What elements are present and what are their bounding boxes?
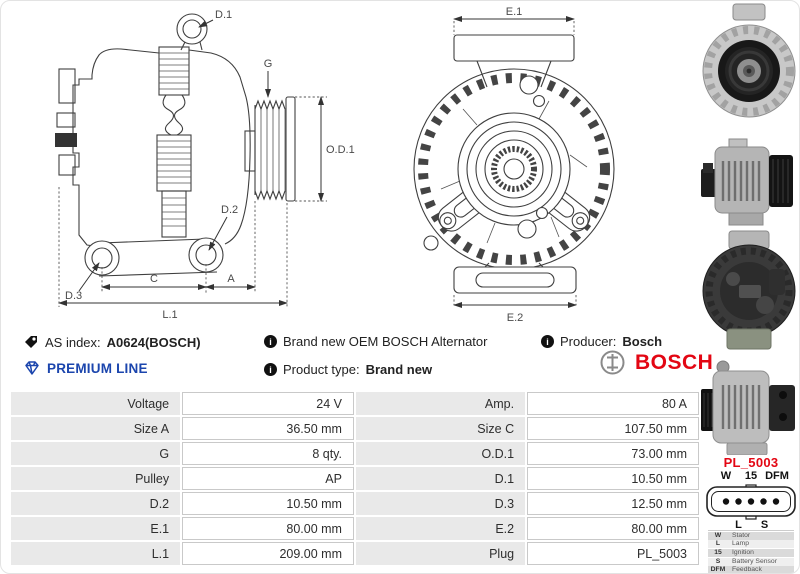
legend-row: W Stator [708, 531, 794, 540]
product-type-value: Brand new [365, 362, 433, 377]
plug-legend: W Stator L Lamp 15 Ignition S Battery Se… [708, 530, 794, 574]
plug-pin-label-l: L [735, 519, 742, 531]
legend-pin: 15 [714, 548, 722, 556]
product-description: i Brand new OEM BOSCH Alternator [264, 334, 487, 349]
spec-label: D.2 [11, 492, 181, 515]
premium-line-label: PREMIUM LINE [47, 360, 148, 376]
spec-value: 80.00 mm [182, 517, 354, 540]
spec-label: Amp. [355, 392, 526, 415]
spec-label: Size C [355, 417, 526, 440]
as-index: AS index: A0624(BOSCH) [23, 334, 201, 350]
product-type-label: Product type: [283, 362, 360, 377]
dim-label-od1: O.D.1 [326, 144, 355, 156]
diamond-icon [25, 361, 39, 375]
plug-panel: PL_5003 W 15 DFM L S W Stator L Lamp [701, 453, 799, 574]
spec-value: 107.50 mm [527, 417, 699, 440]
info-icon: i [264, 363, 277, 376]
spec-row-e1-e2: E.1 80.00 mm E.2 80.00 mm [11, 517, 699, 540]
as-index-label: AS index: [45, 334, 101, 350]
dim-label-d2: D.2 [221, 204, 238, 216]
spec-label: Plug [355, 542, 526, 565]
legend-row: 15 Ignition [708, 548, 794, 558]
product-type: i Product type: Brand new [264, 362, 432, 377]
plug-pin-label-s: S [760, 519, 769, 531]
spec-label: Pulley [11, 467, 181, 490]
spec-label: D.3 [355, 492, 526, 515]
legend-desc: Stator [732, 531, 751, 539]
legend-pin: L [715, 540, 721, 548]
info-icon: i [541, 335, 554, 348]
spec-label: E.2 [355, 517, 526, 540]
spec-label: D.1 [355, 467, 526, 490]
front-view-drawing: E.1 [413, 6, 615, 324]
spec-value: 80 A [527, 392, 699, 415]
spec-value: 8 qty. [182, 442, 354, 465]
spec-table: Voltage 24 V Amp. 80 A Size A 36.50 mm S… [9, 390, 701, 567]
alternator-rear-photo[interactable] [699, 229, 799, 351]
spec-label: O.D.1 [355, 442, 526, 465]
dim-label-g: G [264, 58, 273, 70]
spec-row-d2-d3: D.2 10.50 mm D.3 12.50 mm [11, 492, 699, 515]
alternator-side-photo[interactable] [699, 133, 799, 227]
spec-row-pulley: Pulley AP D.1 10.50 mm [11, 467, 699, 490]
spec-value: 12.50 mm [527, 492, 699, 515]
spec-value: 10.50 mm [182, 492, 354, 515]
dim-label-c: C [150, 273, 158, 285]
legend-desc: Battery Sensor [732, 557, 777, 565]
premium-line: PREMIUM LINE [23, 360, 148, 376]
as-index-value: A0624(BOSCH) [106, 334, 201, 350]
bosch-logo: BOSCH [599, 349, 713, 376]
spec-value: 10.50 mm [527, 467, 699, 490]
producer: i Producer: Bosch [541, 334, 662, 349]
spec-value: 24 V [182, 392, 354, 415]
spec-label: G [11, 442, 181, 465]
mounting-hole-d2 [188, 237, 224, 273]
producer-value: Bosch [622, 334, 663, 349]
bosch-emblem-icon [600, 350, 625, 375]
dim-label-d3: D.3 [65, 290, 82, 302]
info-icon: i [264, 335, 277, 348]
legend-row: DFM Feedback [708, 566, 794, 574]
spec-value: 73.00 mm [527, 442, 699, 465]
mounting-hole-d3 [84, 240, 120, 276]
tag-icon [25, 336, 37, 348]
product-description-text: Brand new OEM BOSCH Alternator [283, 334, 488, 349]
dim-label-e2: E.2 [507, 312, 524, 324]
plug-pin-label-dfm: DFM [765, 470, 789, 482]
alternator-side-right-photo[interactable] [699, 357, 799, 456]
legend-desc: Feedback [732, 566, 762, 574]
spec-label: Voltage [11, 392, 181, 415]
spec-label: E.1 [11, 517, 181, 540]
legend-row: S Battery Sensor [708, 557, 794, 566]
dim-label-a: A [227, 273, 235, 285]
spec-value: 80.00 mm [527, 517, 699, 540]
spec-value: PL_5003 [527, 542, 699, 565]
legend-desc: Ignition [732, 548, 754, 556]
spec-value: 209.00 mm [182, 542, 354, 565]
side-view-drawing: G O.D.1 D.1 D.2 D.3 C A L.1 [55, 9, 355, 321]
spec-label: Size A [11, 417, 181, 440]
dim-label-e1: E.1 [506, 6, 523, 18]
spec-label: L.1 [11, 542, 181, 565]
legend-row: L Lamp [708, 540, 794, 549]
legend-pin: DFM [710, 566, 726, 574]
legend-pin: W [714, 531, 722, 539]
spec-row-l1-plug: L.1 209.00 mm Plug PL_5003 [11, 542, 699, 565]
plug-pin-label-w: W [720, 470, 732, 482]
legend-desc: Lamp [732, 540, 750, 548]
spec-value: 36.50 mm [182, 417, 354, 440]
plug-name: PL_5003 [723, 455, 779, 470]
plug-pin-label-15: 15 [744, 470, 758, 482]
dim-label-d1: D.1 [215, 9, 232, 21]
spec-row-g: G 8 qty. O.D.1 73.00 mm [11, 442, 699, 465]
legend-pin: S [715, 557, 721, 565]
spec-row-voltage: Voltage 24 V Amp. 80 A [11, 392, 699, 415]
plug-connector-diagram [706, 484, 796, 520]
spec-value: AP [182, 467, 354, 490]
dim-label-l1: L.1 [162, 309, 177, 321]
producer-label: Producer: [560, 334, 617, 349]
bosch-logo-text: BOSCH [635, 350, 714, 374]
alternator-front-photo[interactable] [699, 1, 799, 131]
spec-row-size: Size A 36.50 mm Size C 107.50 mm [11, 417, 699, 440]
